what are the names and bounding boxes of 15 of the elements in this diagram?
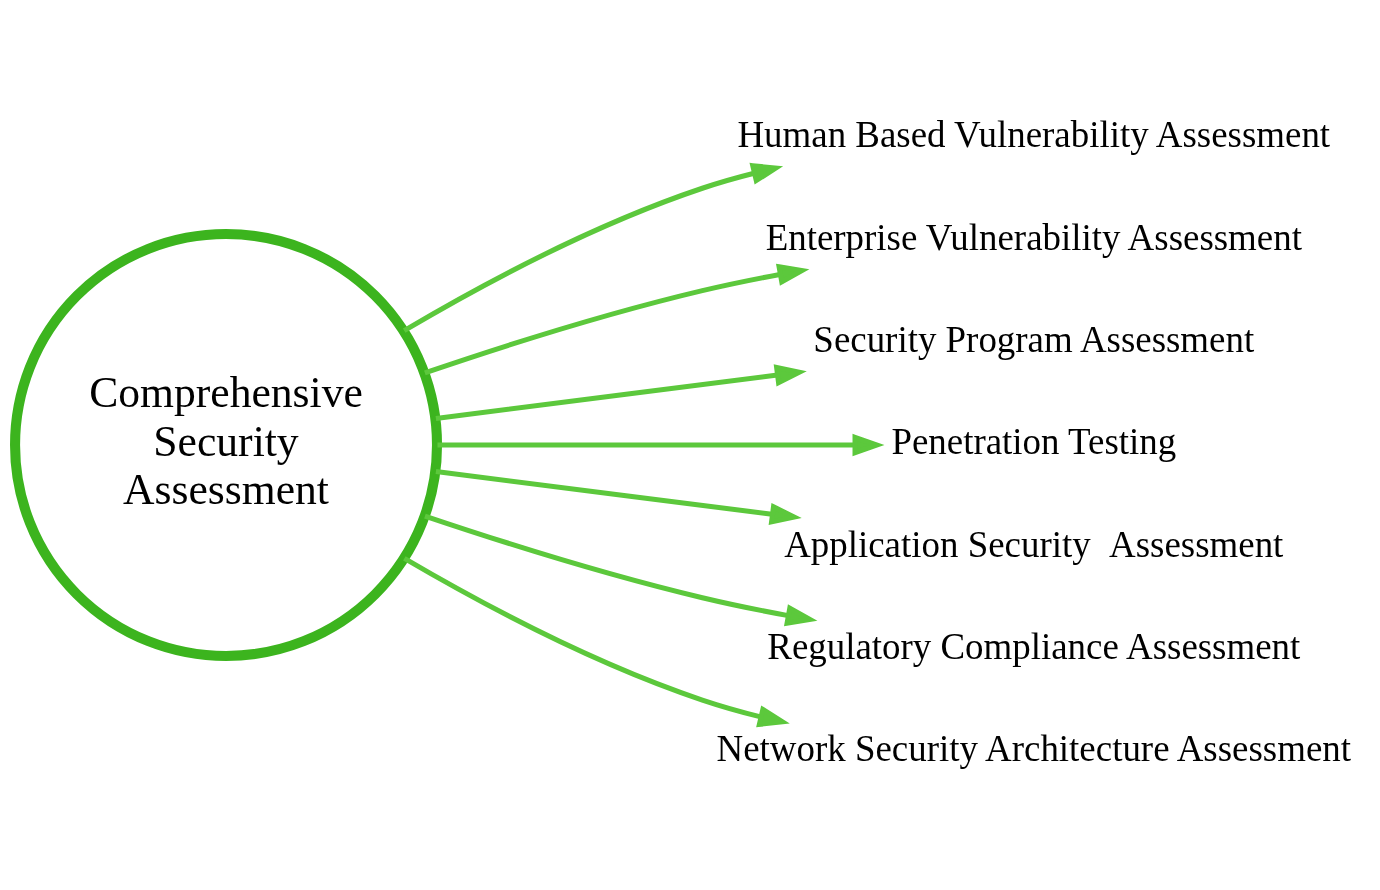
arrow <box>437 433 885 457</box>
node-text: Enterprise Vulnerability Assessment <box>765 216 1302 258</box>
node-text: Network Security Architecture Assessment <box>716 728 1351 770</box>
node-text: Regulatory Compliance Assessment <box>767 626 1301 668</box>
node-text: Penetration Testing <box>891 421 1177 463</box>
arrow <box>435 364 807 421</box>
arrow <box>435 469 802 526</box>
node-circle: Comprehensive Security Assessment <box>10 229 443 661</box>
arrow <box>424 263 810 376</box>
arrow <box>403 556 790 728</box>
node-text: Human Based Vulnerability Assessment <box>737 114 1331 156</box>
node-text: Security Program Assessment <box>813 319 1255 361</box>
node-text: Application Security Assessment <box>784 523 1284 565</box>
arrow <box>424 513 818 627</box>
arrow <box>402 162 784 333</box>
